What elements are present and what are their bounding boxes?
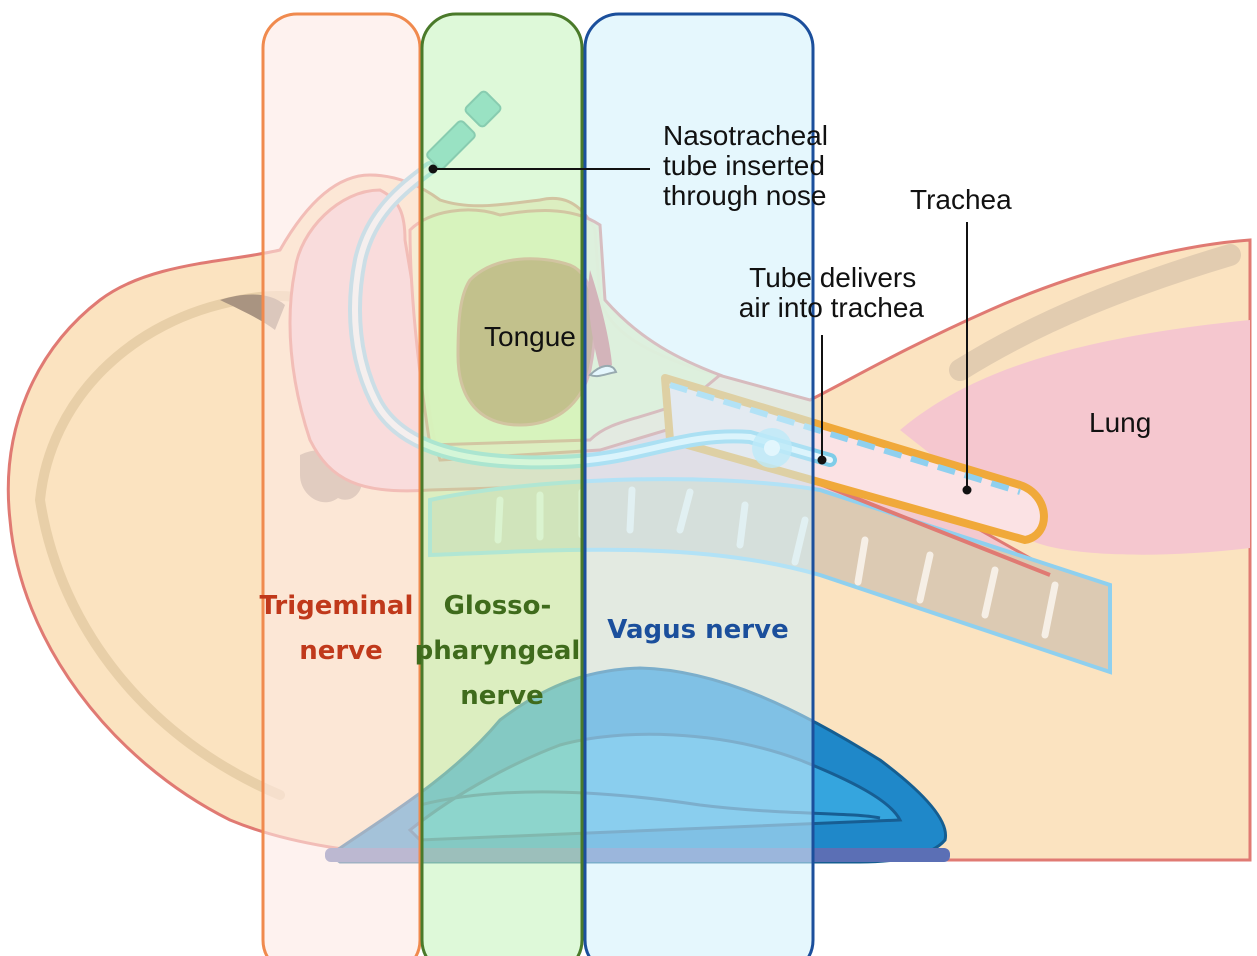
tube-label-line-3: through nose (663, 180, 826, 211)
trigeminal-region (263, 14, 420, 956)
vagus-nerve-label: Vagus nerve (607, 615, 788, 645)
trigeminal-line-2: nerve (299, 636, 383, 666)
delivers-leader-dot (818, 456, 827, 465)
trigeminal-line-1: Trigeminal (260, 591, 414, 621)
delivers-label-line-1: Tube delivers (749, 262, 916, 293)
tube-label: Nasotracheal tube inserted through nose (663, 120, 836, 211)
tube-label-line-2: tube inserted (663, 150, 825, 181)
glossopharyngeal-region (422, 14, 582, 956)
tongue-label: Tongue (484, 321, 576, 352)
vagus-line-1: Vagus nerve (607, 615, 788, 645)
trachea-label: Trachea (910, 184, 1012, 215)
delivers-label: Tube delivers air into trachea (739, 262, 925, 323)
tube-label-line-1: Nasotracheal (663, 120, 828, 151)
glosso-line-1: Glosso- (444, 591, 552, 621)
lung-label: Lung (1089, 407, 1151, 438)
glosso-line-2: pharyngeal (415, 636, 581, 666)
delivers-label-line-2: air into trachea (739, 292, 925, 323)
trachea-leader-dot (963, 486, 972, 495)
tube-leader-dot (429, 165, 438, 174)
glosso-line-3: nerve (460, 681, 544, 711)
